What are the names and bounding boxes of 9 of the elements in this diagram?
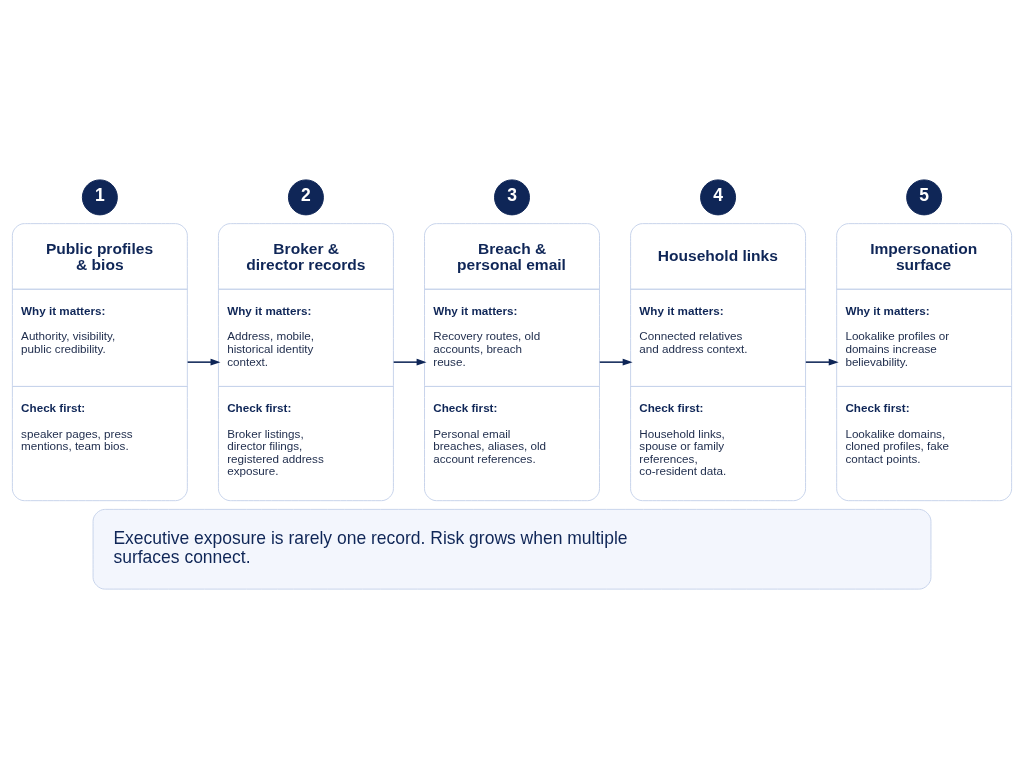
node-circle: 1 [81,178,118,215]
node-circle: 4 [700,178,737,215]
arrow [805,358,839,366]
node-circle: 3 [494,178,530,215]
arrow [186,358,221,366]
node-circle: 2 [287,178,324,215]
node-circle: 5 [906,178,943,215]
arrow [598,358,633,366]
arrow [392,358,427,366]
